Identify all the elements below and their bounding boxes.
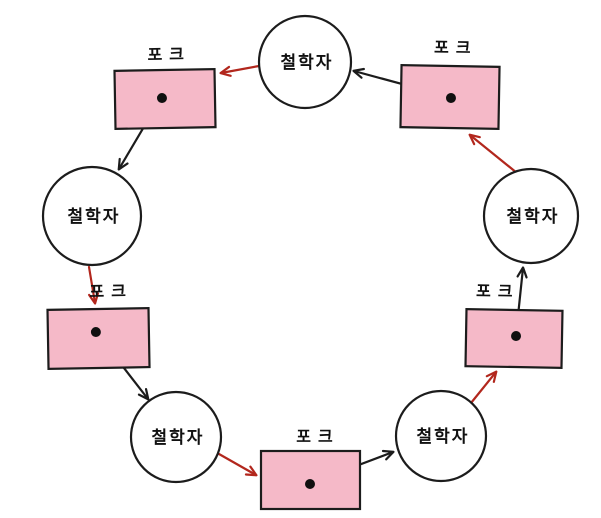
- request-arrow-right-to-topright-fork: [468, 133, 519, 175]
- request-arrow-bottomright-to-right-fork: [469, 370, 498, 405]
- philosopher-circle: [482, 167, 580, 265]
- fork-box: [46, 306, 151, 370]
- philosopher-label: 철학자: [507, 207, 560, 226]
- request-arrow-left-to-left-fork: [87, 265, 100, 305]
- request-arrow-bottomleft-to-bottom-fork: [217, 452, 258, 477]
- fork-dot: [511, 331, 522, 342]
- philosopher-circle: [394, 389, 488, 483]
- fork-dot: [156, 93, 167, 104]
- fork-node-right: 포크: [464, 283, 564, 369]
- fork-node-top-right: 포크: [399, 40, 501, 130]
- philosopher-label: 철학자: [68, 207, 121, 226]
- philosopher-circle: [257, 14, 353, 110]
- philosopher-circle: [41, 165, 143, 267]
- fork-node-top-left: 포크: [113, 47, 217, 130]
- fork-label: 포크: [434, 40, 478, 58]
- philosopher-node-bottom-left: 철학자: [129, 390, 223, 484]
- philosopher-node-bottom-right: 철학자: [394, 389, 488, 483]
- fork-label: 포크: [89, 283, 133, 301]
- fork-label: 포크: [476, 283, 520, 301]
- request-arrow-top-to-topleft-fork: [219, 64, 261, 77]
- philosopher-node-left: 철학자: [41, 165, 143, 267]
- philosopher-label: 철학자: [281, 53, 334, 72]
- philosopher-label: 철학자: [417, 427, 470, 446]
- philosopher-node-right: 철학자: [482, 167, 580, 265]
- fork-node-left: 포크: [46, 283, 151, 370]
- fork-dot: [445, 93, 456, 104]
- philosopher-circle: [129, 390, 223, 484]
- fork-label: 포크: [147, 47, 191, 65]
- philosopher-node-top: 철학자: [257, 14, 353, 110]
- philosopher-label: 철학자: [152, 428, 205, 447]
- fork-dot: [90, 327, 101, 338]
- fork-node-bottom: 포크: [259, 429, 362, 511]
- fork-dot: [305, 479, 315, 489]
- fork-label: 포크: [296, 429, 339, 446]
